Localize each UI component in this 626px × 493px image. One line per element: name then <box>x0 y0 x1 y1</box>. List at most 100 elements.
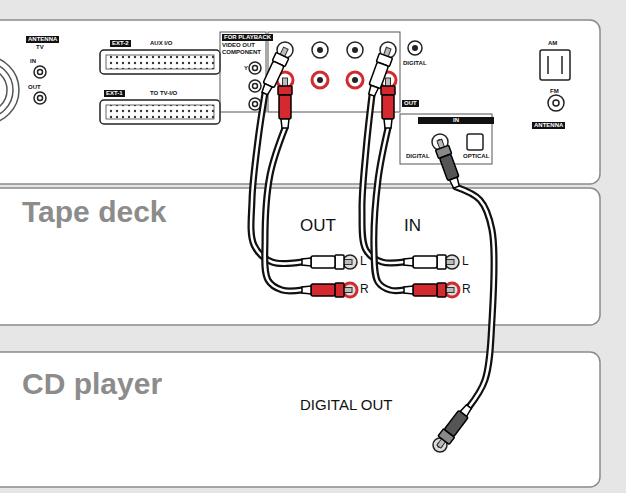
device-band: CD playerDIGITAL OUT <box>0 352 600 487</box>
jack-label: L <box>462 254 469 268</box>
rca-plug-white <box>335 255 344 269</box>
audio-cable <box>265 128 302 291</box>
jack-label: R <box>462 282 471 296</box>
rca-plug-red <box>384 119 392 128</box>
scart-socket <box>106 55 214 69</box>
digital-in-panel <box>467 134 483 150</box>
panel-label: EXT-1 <box>104 90 125 97</box>
rca-plug-red <box>335 283 344 297</box>
rca-plug-red <box>281 119 289 128</box>
component-panel <box>249 62 261 74</box>
scart-socket <box>106 105 214 119</box>
coax-cable <box>456 187 494 407</box>
audio-jack-panel <box>412 45 418 51</box>
fan-grille <box>0 56 19 124</box>
rca-plug-red <box>404 286 413 294</box>
audio-jack-panel <box>408 41 422 55</box>
cable-jacket <box>362 95 404 263</box>
device-housing <box>0 20 600 487</box>
cable-core <box>374 128 404 291</box>
component-panel <box>220 32 266 112</box>
panel-label: FM <box>550 88 559 95</box>
rca-plug-white <box>404 258 413 266</box>
cable-jacket <box>374 128 404 291</box>
audio-jack-panel <box>312 42 328 58</box>
rca-plug-white <box>368 85 379 96</box>
fan-grille <box>0 68 7 112</box>
fan-grille <box>0 56 19 124</box>
device-name: Tape deck <box>22 194 167 230</box>
panel-label: IN <box>30 58 36 65</box>
panel-label: ANTENNA <box>26 36 59 43</box>
rca-plug-white <box>404 255 454 269</box>
scart-socket <box>100 50 220 124</box>
rca-plug-red <box>278 78 292 128</box>
tape-deck-jack <box>445 255 459 269</box>
rca-plug-red <box>279 95 291 119</box>
fan-grille <box>0 62 13 118</box>
panel-label: FOR PLAYBACK <box>222 34 273 41</box>
cable-core <box>265 128 302 291</box>
cable-jacket <box>265 128 302 291</box>
rca-plug-red <box>381 78 395 128</box>
device-housing <box>0 188 600 325</box>
rca-plug-red <box>311 284 335 296</box>
device-housing <box>0 20 600 184</box>
audio-jack-panel <box>352 77 358 83</box>
panel-label: OPTICAL <box>463 153 489 160</box>
cable-jacket <box>456 187 494 407</box>
coax-plug <box>433 138 463 190</box>
antenna-jack <box>34 92 46 104</box>
antenna-jack <box>34 66 46 78</box>
rca-plug-red <box>437 283 446 297</box>
cable-core <box>456 187 494 407</box>
audio-jack-panel <box>312 72 328 88</box>
panel-label: EXT-2 <box>110 40 131 47</box>
audio-jack-panel <box>352 47 358 53</box>
jack-label: L <box>360 254 367 268</box>
tape-deck-jack <box>445 283 459 297</box>
tape-deck-jack <box>343 255 357 269</box>
component-panel <box>220 32 266 112</box>
jack-label: OUT <box>300 216 336 236</box>
coax-plug <box>460 404 472 416</box>
audio-cable <box>362 95 404 263</box>
radio-antenna-terminal <box>548 95 564 111</box>
antenna-jack <box>38 70 43 75</box>
tape-deck-jack <box>343 283 357 297</box>
jack-label: DIGITAL OUT <box>300 396 393 414</box>
jack-label: R <box>360 282 369 296</box>
panel-label: TO TV-I/O <box>150 90 177 97</box>
panel-label: AUX I/O <box>150 40 172 47</box>
rca-plug-white <box>302 258 311 266</box>
antenna-jack <box>38 96 43 101</box>
radio-antenna-terminal <box>540 50 570 80</box>
rca-plug-white <box>311 256 335 268</box>
component-panel <box>253 102 258 107</box>
panel-label: IN <box>418 117 494 124</box>
radio-antenna-terminal <box>547 56 549 74</box>
jack-label: IN <box>404 216 421 236</box>
panel-label: DIGITAL <box>406 153 430 160</box>
cable-jacket <box>251 93 302 263</box>
audio-jack-panel <box>347 72 363 88</box>
coax-plug <box>450 177 461 188</box>
panel-label: VIDEO OUT COMPONENT <box>222 42 264 56</box>
scart-socket <box>100 50 220 74</box>
component-panel <box>249 80 261 92</box>
audio-jack-panel <box>317 47 323 53</box>
rca-plug-white <box>261 84 272 96</box>
scart-socket <box>100 100 220 124</box>
radio-antenna-terminal <box>561 56 563 74</box>
audio-jack-panel <box>317 77 323 83</box>
panel-label: Y <box>244 65 248 72</box>
panel-label: DIGITAL <box>403 60 427 67</box>
audio-jack-panel <box>347 42 363 58</box>
rca-plug-red <box>381 86 395 95</box>
rca-plug-red <box>382 95 394 119</box>
rca-plug-red <box>302 286 311 294</box>
